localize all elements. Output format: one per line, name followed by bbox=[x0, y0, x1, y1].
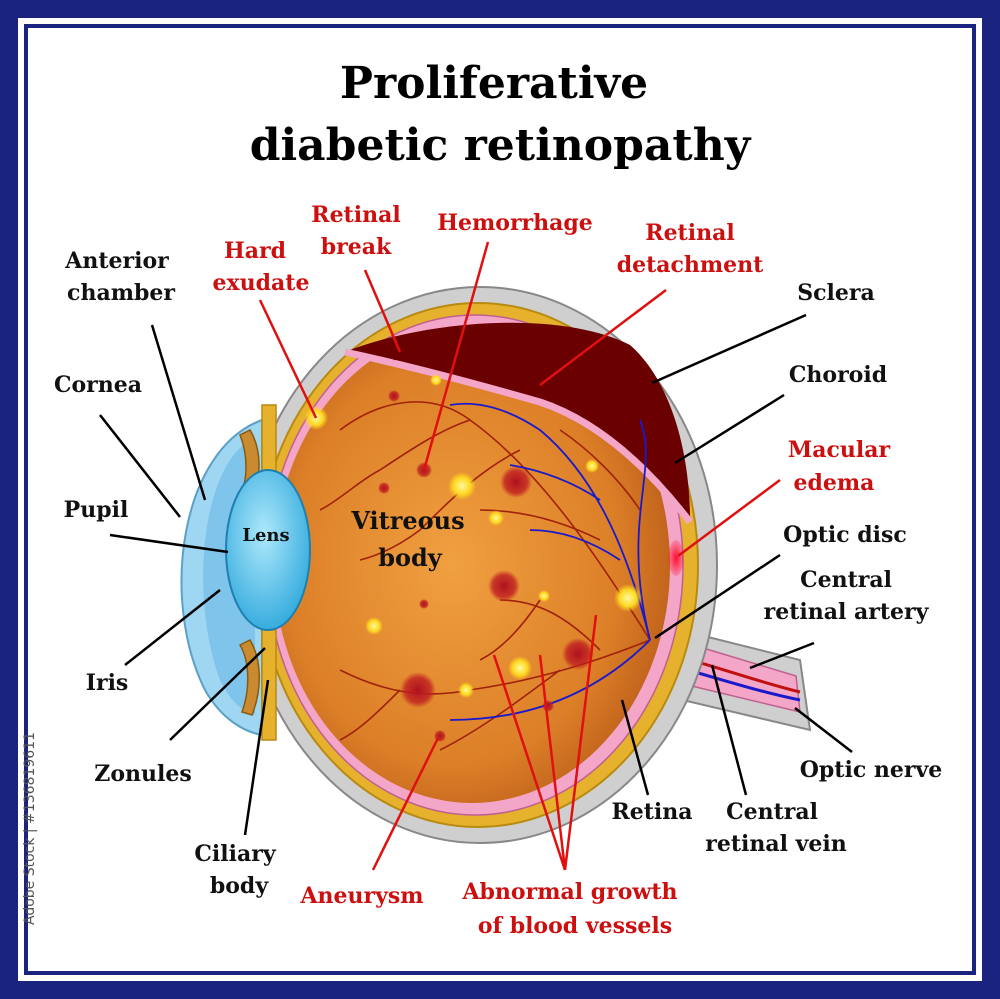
label-anterior-chamber-2: chamber bbox=[67, 280, 175, 306]
lens bbox=[225, 469, 311, 631]
black-leader-lines bbox=[99, 313, 853, 836]
vitreous-label-line-1: Vitreous bbox=[350, 506, 464, 535]
label-zonules: Zonules bbox=[94, 761, 191, 787]
inner-frame bbox=[24, 24, 976, 975]
title-line-1: Proliferative bbox=[340, 58, 648, 109]
hemorrhages bbox=[378, 390, 594, 742]
title-line-2: diabetic retinopathy bbox=[250, 120, 752, 171]
label-aneurysm: Aneurysm bbox=[299, 883, 423, 909]
label-retinal-detachment-1: Retinal bbox=[645, 220, 734, 246]
label-central-retinal-artery-1: Central bbox=[800, 567, 892, 593]
lens-label: Lens bbox=[242, 525, 289, 546]
label-anterior-chamber-1: Anterior bbox=[64, 248, 169, 274]
label-sclera: Sclera bbox=[797, 280, 874, 306]
label-hemorrhage: Hemorrhage bbox=[437, 210, 593, 236]
label-ciliary-body-1: Ciliary bbox=[194, 841, 276, 867]
hard-exudates bbox=[304, 374, 642, 698]
macular-edema-spot bbox=[668, 540, 684, 576]
label-abnormal-growth-1: Abnormal growth bbox=[461, 879, 677, 905]
label-retinal-break-2: break bbox=[321, 234, 392, 260]
label-iris: Iris bbox=[86, 670, 129, 696]
label-central-retinal-artery-2: retinal artery bbox=[764, 599, 930, 625]
stock-watermark: Adobe Stock | #136819611 bbox=[22, 732, 38, 925]
label-optic-nerve: Optic nerve bbox=[800, 757, 942, 783]
label-central-retinal-vein-2: retinal vein bbox=[705, 831, 847, 857]
label-choroid: Choroid bbox=[789, 362, 887, 388]
label-cornea: Cornea bbox=[54, 372, 142, 398]
blue-vessels bbox=[449, 402, 651, 721]
label-central-retinal-vein-1: Central bbox=[726, 799, 818, 825]
label-abnormal-growth-2: of blood vessels bbox=[478, 913, 672, 939]
label-hard-exudate-1: Hard bbox=[224, 238, 286, 264]
label-macular-edema-2: edema bbox=[794, 470, 875, 496]
label-retinal-detachment-2: detachment bbox=[617, 252, 764, 278]
label-retina: Retina bbox=[611, 799, 692, 825]
label-macular-edema-1: Macular bbox=[788, 437, 891, 463]
label-optic-disc: Optic disc bbox=[783, 522, 907, 548]
red-leader-lines bbox=[258, 241, 781, 871]
ciliary-body-bottom bbox=[261, 629, 277, 741]
vitreous-label-line-2: body bbox=[378, 543, 443, 572]
label-pupil: Pupil bbox=[64, 497, 129, 523]
label-ciliary-body-2: body bbox=[210, 873, 269, 899]
retinal-detachment-region bbox=[350, 322, 690, 520]
label-hard-exudate-2: exudate bbox=[213, 270, 310, 296]
label-retinal-break-1: Retinal bbox=[311, 202, 400, 228]
